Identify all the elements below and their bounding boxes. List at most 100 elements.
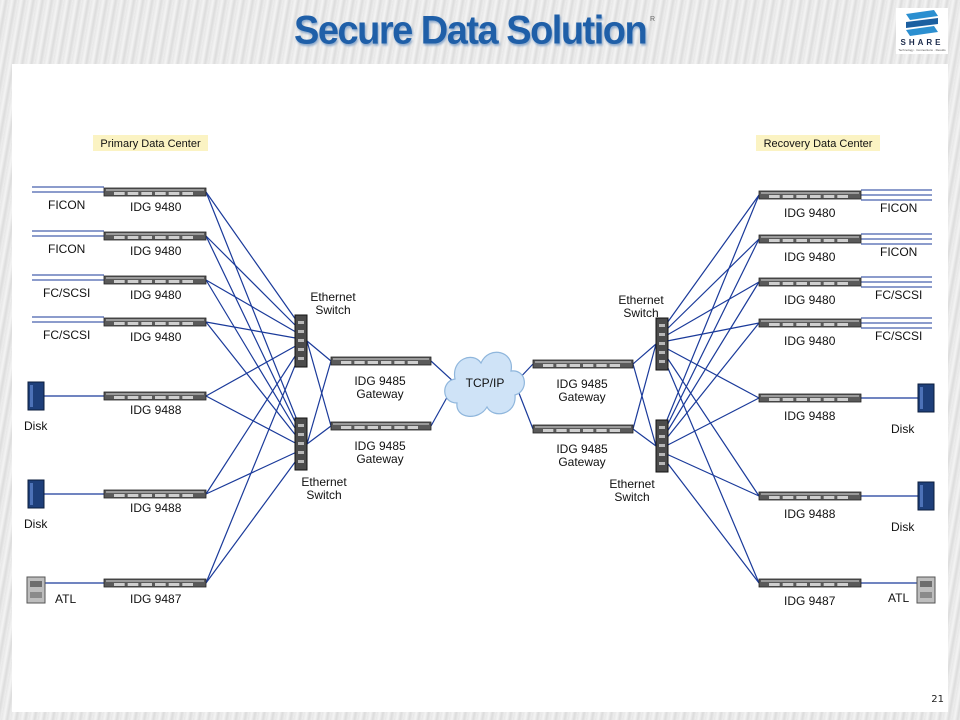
recovery-link-line — [661, 455, 760, 584]
recovery-protocol-label: Disk — [891, 422, 915, 436]
primary-device-label: IDG 9480 — [130, 200, 182, 214]
recovery-idg-appliance — [758, 578, 862, 588]
share-logo-icon — [906, 10, 938, 36]
recovery-link-line — [661, 238, 760, 335]
primary-protocol-label: FC/SCSI — [43, 286, 90, 300]
primary-protocol-label: FICON — [48, 242, 85, 256]
recovery-ethernet-switch — [655, 317, 669, 371]
recovery-protocol-label: FICON — [880, 201, 917, 215]
tcp-ip-cloud — [444, 351, 525, 417]
atl-icon — [916, 576, 936, 604]
primary-idg-appliance — [103, 578, 207, 588]
recovery-device-label: IDG 9480 — [784, 293, 836, 307]
recovery-link-line — [661, 281, 760, 339]
primary-link-line — [205, 449, 302, 495]
recovery-data-center-label-bg — [756, 135, 880, 151]
recovery-link-line — [661, 345, 760, 399]
primary-gateway-appliance — [330, 356, 432, 366]
primary-idg-appliance — [103, 187, 207, 197]
recovery-idg-appliance — [758, 491, 862, 501]
recovery-switch-gateway-line — [632, 428, 657, 447]
recovery-idg-appliance — [758, 277, 862, 287]
primary-data-center-label: Primary Data Center — [100, 138, 201, 150]
recovery-gateway-appliance — [532, 359, 634, 369]
primary-idg-appliance — [103, 231, 207, 241]
recovery-link-line — [661, 349, 760, 497]
primary-data-center-label-bg — [93, 135, 208, 151]
disk-icon — [27, 381, 45, 411]
recovery-link-line — [661, 194, 760, 331]
primary-device-label: IDG 9480 — [130, 244, 182, 258]
primary-device-label: IDG 9480 — [130, 330, 182, 344]
recovery-link-line — [661, 353, 760, 584]
primary-link-line — [205, 321, 302, 340]
recovery-protocol-label: FC/SCSI — [875, 329, 922, 343]
primary-switch-gateway-line — [306, 425, 332, 445]
primary-switch-gateway-line — [306, 340, 332, 362]
primary-protocol-label: Disk — [24, 419, 48, 433]
recovery-switch-gateway-line — [632, 363, 657, 447]
primary-device-label: IDG 9488 — [130, 403, 182, 417]
recovery-link-line — [661, 238, 760, 437]
recovery-idg-appliance — [758, 234, 862, 244]
primary-idg-appliance — [103, 275, 207, 285]
recovery-device-label: IDG 9480 — [784, 334, 836, 348]
primary-device-label: IDG 9488 — [130, 501, 182, 515]
recovery-idg-appliance — [758, 393, 862, 403]
recovery-protocol-label: FC/SCSI — [875, 288, 922, 302]
recovery-idg-appliance — [758, 190, 862, 200]
primary-link-line — [205, 235, 302, 332]
primary-link-line — [205, 191, 302, 431]
primary-link-line — [205, 191, 302, 328]
primary-link-line — [205, 453, 302, 584]
recovery-idg-appliance — [758, 318, 862, 328]
recovery-device-label: IDG 9480 — [784, 250, 836, 264]
primary-link-line — [205, 321, 302, 443]
primary-idg-appliance — [103, 317, 207, 327]
recovery-ethernet-switch — [655, 419, 669, 473]
primary-protocol-label: ATL — [55, 592, 76, 606]
primary-protocol-label: FC/SCSI — [43, 328, 90, 342]
disk-icon — [917, 383, 935, 413]
logo-wordmark: SHARE — [900, 38, 944, 47]
recovery-link-line — [661, 451, 760, 497]
atl-icon — [26, 576, 46, 604]
primary-link-line — [205, 346, 302, 495]
primary-idg-appliance — [103, 489, 207, 499]
slide-title: Secure Data Solution — [294, 8, 648, 53]
primary-link-line — [205, 279, 302, 336]
primary-link-line — [205, 350, 302, 584]
primary-link-line — [205, 235, 302, 435]
primary-device-label: IDG 9480 — [130, 288, 182, 302]
primary-ethernet-switch — [294, 314, 308, 368]
disk-icon — [27, 479, 45, 509]
primary-link-line — [205, 279, 302, 439]
share-logo: SHARE Technology · Connections · Results — [896, 8, 948, 54]
recovery-device-label: IDG 9480 — [784, 206, 836, 220]
primary-ethernet-switch — [294, 417, 308, 471]
recovery-device-label: IDG 9487 — [784, 594, 836, 608]
recovery-link-line — [661, 281, 760, 441]
primary-gateway-appliance — [330, 421, 432, 431]
primary-link-line — [205, 342, 302, 397]
page-number: 21 — [931, 694, 944, 705]
recovery-device-label: IDG 9488 — [784, 409, 836, 423]
recovery-switch-gateway-line — [632, 343, 657, 430]
registered-mark: R — [650, 16, 656, 23]
recovery-link-line — [661, 322, 760, 445]
recovery-data-center-label: Recovery Data Center — [764, 138, 873, 150]
disk-icon — [917, 481, 935, 511]
tcp-ip-label: TCP/IP — [466, 376, 505, 390]
primary-gateway-cloud-line — [430, 360, 456, 384]
recovery-link-line — [661, 194, 760, 433]
recovery-protocol-label: FICON — [880, 245, 917, 259]
recovery-protocol-label: ATL — [888, 591, 909, 605]
primary-protocol-label: Disk — [24, 517, 48, 531]
